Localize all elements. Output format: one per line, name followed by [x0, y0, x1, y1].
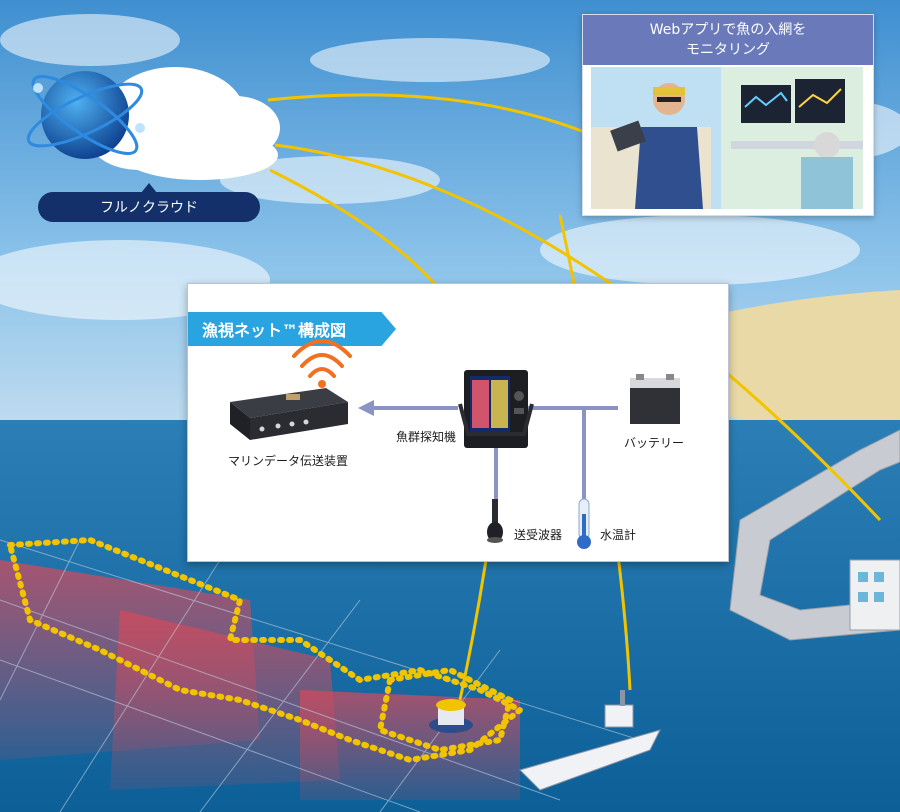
label-fish-finder: 魚群探知機: [396, 430, 457, 444]
diagram-connections: [230, 339, 680, 549]
cloud-label: フルノクラウド: [38, 183, 260, 222]
pier: [729, 429, 900, 641]
fisherman-figure: [610, 83, 703, 209]
marine-data-transmitter-device: [230, 388, 348, 440]
furuno-cloud-graphic: [26, 67, 280, 180]
arrow-head: [358, 400, 374, 416]
transducer-device: [487, 499, 503, 543]
label-battery: バッテリー: [624, 436, 685, 450]
caption-line-1: Webアプリで魚の入網を: [649, 22, 807, 38]
label-transducer: 送受波器: [514, 528, 563, 542]
office-worker-figure: [731, 79, 863, 209]
buoy-device: [429, 699, 473, 733]
harbor-building: [849, 559, 900, 631]
globe-icon: [41, 71, 129, 159]
label-thermometer: 水温計: [600, 528, 637, 542]
system-diagram: 漁視ネット™構成図: [187, 283, 729, 562]
diagram-title: 漁視ネット™構成図: [188, 312, 396, 346]
monitoring-illustration: [591, 67, 863, 209]
web-monitoring-panel: Webアプリで魚の入網を モニタリング: [582, 14, 874, 216]
fish-net: [0, 536, 641, 812]
label-data-transmitter: マリンデータ伝送装置: [228, 454, 349, 468]
fish-finder-device: [458, 370, 534, 448]
caption-line-2: モニタリング: [686, 42, 770, 58]
fishing-boat: [519, 690, 661, 791]
thermometer-device: [577, 498, 591, 549]
wireless-signal-icon: [292, 339, 352, 378]
battery-device: [630, 374, 680, 424]
web-monitoring-caption: Webアプリで魚の入網を モニタリング: [583, 15, 873, 65]
